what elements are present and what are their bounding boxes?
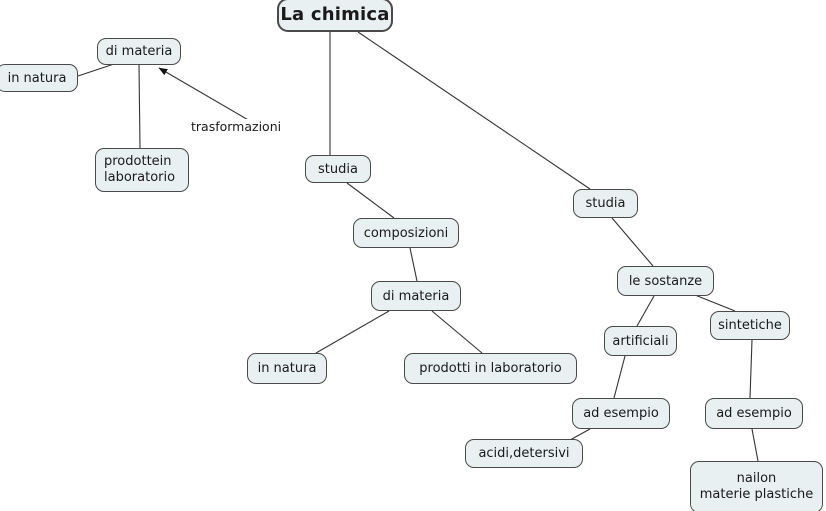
node-prodotti-in-lab[interactable]: prodotti in laboratorio — [404, 353, 577, 384]
edge-di-materia-mid-to-in-natura-mid — [315, 310, 390, 354]
node-studia-left[interactable]: studia — [305, 155, 371, 183]
node-nailon[interactable]: nailon materie plastiche — [690, 461, 823, 511]
edge-le-sostanze-to-artificiali — [636, 295, 655, 327]
node-ad-esempio-left[interactable]: ad esempio — [572, 398, 670, 429]
edge-composizioni-to-di-materia-mid — [409, 247, 418, 282]
node-in-natura-mid[interactable]: in natura — [247, 353, 327, 384]
node-in-natura-top[interactable]: in natura — [0, 64, 78, 92]
node-sintetiche[interactable]: sintetiche — [710, 311, 790, 340]
node-la-chimica[interactable]: La chimica — [277, 0, 393, 32]
edge-label-trasformazioni: trasformazioni — [189, 119, 284, 134]
node-acidi-detersivi[interactable]: acidi,detersivi — [465, 439, 583, 468]
node-di-materia-top[interactable]: di materia — [97, 38, 181, 65]
node-prodotti-lab-top[interactable]: prodottein laboratorio — [95, 148, 189, 192]
edge-ad-esempio-right-to-nailon — [751, 428, 759, 462]
node-composizioni[interactable]: composizioni — [353, 218, 459, 248]
edge-artificiali-to-ad-esempio-left — [613, 355, 626, 399]
edge-studia-left-to-composizioni — [346, 182, 395, 219]
edge-sintetiche-to-ad-esempio-right — [749, 339, 753, 399]
edge-le-sostanze-to-sintetiche — [694, 294, 736, 312]
node-di-materia-mid[interactable]: di materia — [371, 281, 461, 311]
edge-la-chimica-to-studia-right — [357, 31, 591, 190]
edge-di-materia-top-to-in-natura-top — [77, 63, 115, 77]
node-artificiali[interactable]: artificiali — [604, 326, 677, 356]
edge-di-materia-mid-to-prodotti-in-lab — [431, 310, 483, 354]
node-le-sostanze[interactable]: le sostanze — [617, 266, 714, 296]
node-studia-right[interactable]: studia — [573, 189, 638, 218]
edge-di-materia-top-to-prodotti-lab-top — [138, 64, 141, 149]
node-ad-esempio-right[interactable]: ad esempio — [705, 398, 803, 429]
edge-studia-right-to-le-sostanze — [611, 217, 654, 267]
